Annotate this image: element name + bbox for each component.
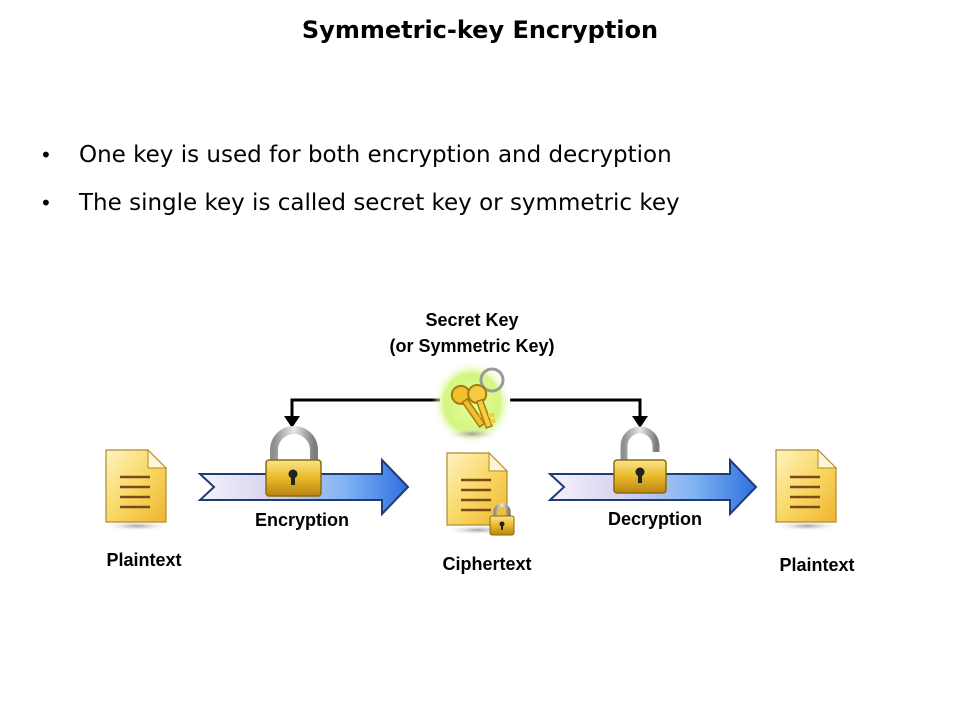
small-padlock-icon bbox=[489, 503, 515, 536]
bullet-list: • One key is used for both encryption an… bbox=[40, 142, 680, 238]
key-ring-icon bbox=[432, 361, 512, 445]
document-icon bbox=[103, 448, 171, 531]
plaintext-right-label: Plaintext bbox=[779, 555, 855, 575]
bullet-dot: • bbox=[40, 143, 52, 167]
encryption-label: Encryption bbox=[254, 510, 349, 530]
bullet-dot: • bbox=[40, 191, 52, 215]
key-connector-right bbox=[510, 398, 648, 428]
plaintext-left-label: Plaintext bbox=[106, 550, 182, 570]
ciphertext-label: Ciphertext bbox=[442, 554, 532, 574]
slide-title: Symmetric-key Encryption bbox=[301, 16, 659, 44]
decryption-label: Decryption bbox=[607, 509, 703, 529]
document-icon bbox=[444, 451, 515, 536]
bullet-item: • One key is used for both encryption an… bbox=[40, 142, 680, 190]
symmetric-key-label: (or Symmetric Key) bbox=[389, 336, 555, 356]
bullet-text: One key is used for both encryption and … bbox=[79, 142, 672, 168]
bullet-text: The single key is called secret key or s… bbox=[79, 190, 680, 216]
padlock-open-icon bbox=[613, 426, 667, 494]
key-connector-left bbox=[284, 398, 440, 428]
bullet-item: • The single key is called secret key or… bbox=[40, 190, 680, 238]
padlock-closed-icon bbox=[265, 426, 322, 497]
document-icon bbox=[773, 448, 841, 531]
secret-key-label: Secret Key bbox=[425, 310, 519, 330]
